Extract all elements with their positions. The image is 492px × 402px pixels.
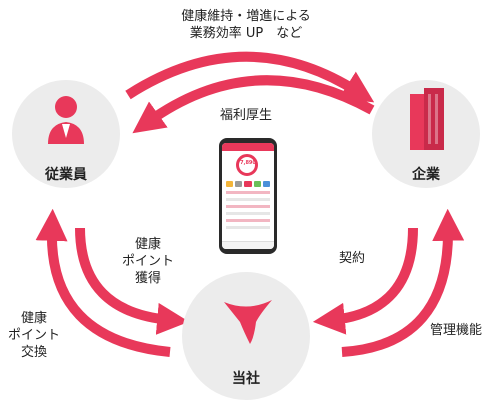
phone-step-ring xyxy=(236,154,258,176)
arrow-us-to-company xyxy=(341,208,465,357)
contract-label: 契約 xyxy=(338,251,365,266)
phone-list-row xyxy=(226,198,270,201)
phone-badge xyxy=(253,181,261,187)
phone-list xyxy=(226,191,270,233)
phone-badge xyxy=(235,181,243,187)
phone-badge-row xyxy=(226,181,271,187)
phone-tab-bar xyxy=(222,241,274,249)
arrow-us-to-employee xyxy=(35,208,171,357)
phone-list-row xyxy=(226,219,270,222)
arrow-employee-to-company xyxy=(125,51,375,103)
phone-list-row xyxy=(226,226,270,229)
phone-list-row xyxy=(226,205,270,208)
earn-points-label: 健康 ポイント 獲得 xyxy=(121,237,174,286)
brand-logo-icon xyxy=(224,300,272,344)
company-label: 企業 xyxy=(412,167,440,183)
phone-list-row xyxy=(226,191,270,194)
exchange-points-label: 健康 ポイント 交換 xyxy=(7,311,60,360)
person-icon xyxy=(48,96,84,144)
phone-badge xyxy=(226,181,234,187)
arrow-employee-to-us xyxy=(75,227,190,335)
us-node xyxy=(182,272,310,400)
phone-list-row xyxy=(226,212,270,215)
phone-steps-value: 7,890 xyxy=(240,160,256,166)
us-label: 当社 xyxy=(232,371,260,387)
welfare-label: 福利厚生 xyxy=(219,108,272,123)
phone-mockup: 7,890 xyxy=(219,138,277,254)
arrow-company-to-us xyxy=(312,227,418,335)
building-icon xyxy=(410,88,444,150)
employee-label: 従業員 xyxy=(45,167,87,183)
management-label: 管理機能 xyxy=(429,323,482,338)
benefit-label: 健康維持・増進による 業務効率 UP など xyxy=(181,9,311,41)
phone-badge xyxy=(262,181,271,187)
phone-header-bar xyxy=(222,143,274,151)
arrow-company-to-employee xyxy=(132,75,375,134)
phone-screen: 7,890 xyxy=(222,143,274,249)
phone-badge xyxy=(244,181,252,187)
